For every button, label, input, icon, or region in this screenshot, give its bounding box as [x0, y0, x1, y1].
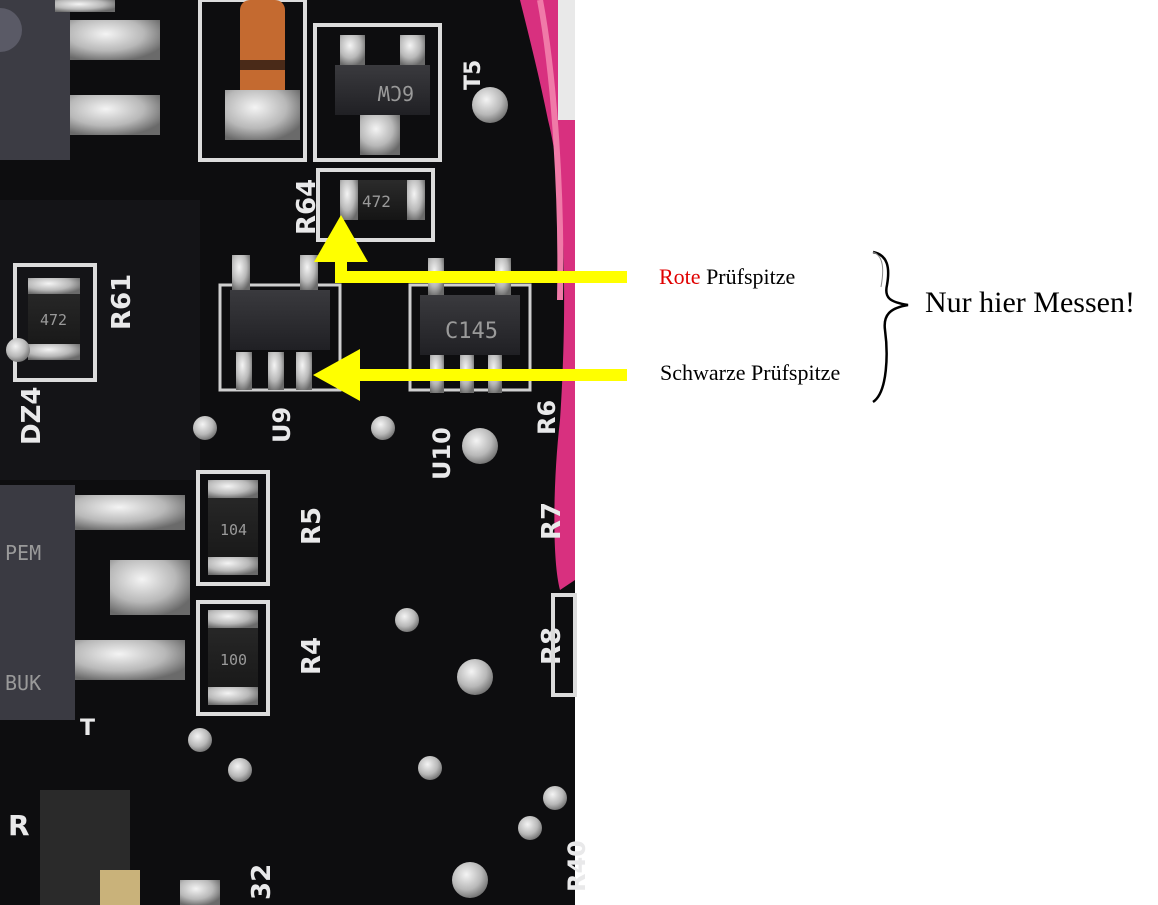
svg-text:472: 472 — [40, 311, 67, 329]
black-probe-label: Schwarze Prüfspitze — [660, 360, 841, 385]
svg-text:R61: R61 — [107, 274, 137, 330]
svg-text:U10: U10 — [428, 427, 456, 480]
svg-text:6CW: 6CW — [377, 81, 414, 105]
svg-text:R5: R5 — [297, 507, 327, 545]
red-word: Rote — [659, 264, 701, 289]
measure-here-note: Nur hier Messen! — [925, 286, 1135, 319]
curly-brace — [872, 250, 909, 404]
svg-text:BUK: BUK — [5, 671, 41, 695]
svg-text:104: 104 — [220, 521, 247, 539]
svg-text:T: T — [80, 716, 95, 741]
svg-text:32: 32 — [247, 864, 277, 900]
svg-text:PEM: PEM — [5, 541, 41, 565]
svg-text:DZ4: DZ4 — [17, 386, 47, 445]
red-probe-label: Rote Prüfspitze — [659, 264, 795, 290]
svg-text:R: R — [8, 809, 30, 842]
svg-text:C145: C145 — [445, 319, 498, 344]
svg-text:472: 472 — [362, 192, 391, 211]
svg-text:R64: R64 — [292, 179, 322, 235]
svg-text:R6: R6 — [533, 400, 561, 435]
svg-text:100: 100 — [220, 651, 247, 669]
pcb-photo: 6CW T5 472 R64 U9 C145 U10 R6 — [0, 0, 591, 905]
red-probe-label-rest: Prüfspitze — [700, 264, 796, 289]
svg-text:T5: T5 — [461, 60, 486, 90]
svg-text:R4: R4 — [297, 637, 327, 675]
svg-text:R40: R40 — [563, 840, 591, 892]
svg-text:U9: U9 — [268, 407, 296, 443]
svg-text:R7: R7 — [537, 502, 567, 540]
